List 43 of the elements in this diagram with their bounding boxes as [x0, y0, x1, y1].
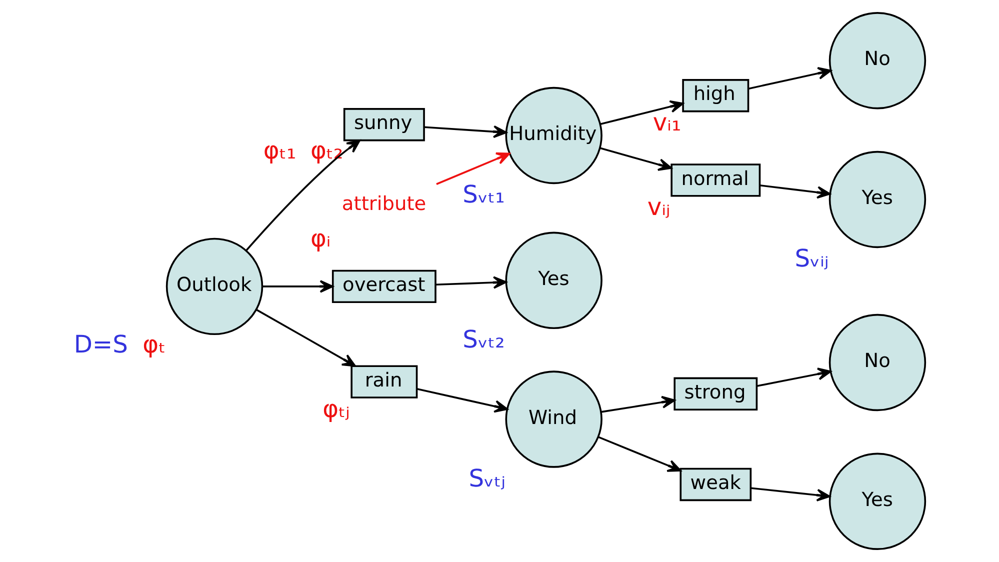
node-circle: Yes	[505, 232, 602, 329]
node-circle: No	[828, 12, 926, 110]
node-box: rain	[350, 365, 418, 398]
node-text: attribute	[342, 192, 426, 216]
node-circle: Wind	[505, 370, 602, 468]
node-label: vᵢ₁	[652, 108, 682, 137]
arrow	[246, 140, 360, 252]
arrow	[750, 487, 830, 502]
arrow	[760, 184, 831, 199]
arrow	[598, 436, 682, 472]
node-circle: No	[828, 314, 926, 412]
node-label: φₜ₂	[310, 136, 344, 164]
node-circle: Outlook	[166, 238, 264, 336]
node-label: φₜⱼ	[322, 394, 350, 423]
arrow	[416, 388, 508, 413]
arrow	[262, 280, 334, 293]
node-box: weak	[680, 468, 752, 502]
arrow	[436, 276, 507, 289]
node-box: sunny	[343, 108, 425, 142]
node-label: Sᵥₜ₂	[462, 325, 505, 354]
node-label: Sᵥᵢⱼ	[794, 244, 829, 273]
node-label: φₜ₁	[263, 136, 296, 164]
node-circle: Humidity	[505, 86, 602, 184]
node-label: D=S	[74, 330, 128, 358]
node-label: φᵢ	[310, 224, 331, 253]
node-label: Sᵥₜ₁	[462, 180, 505, 209]
arrow	[424, 125, 507, 138]
arrow	[256, 308, 356, 367]
arrow	[600, 100, 684, 126]
node-label: Sᵥₜⱼ	[468, 464, 506, 492]
arrow	[436, 152, 510, 185]
node-box: overcast	[332, 270, 436, 304]
node-circle: Yes	[828, 452, 926, 550]
arrow	[748, 67, 832, 90]
node-circle: Yes	[828, 150, 926, 248]
node-box: high	[682, 79, 750, 112]
node-label: vᵢⱼ	[647, 193, 670, 222]
arrow	[600, 147, 672, 171]
arrow	[601, 396, 676, 413]
node-label: φₜ	[142, 330, 166, 358]
node-box: strong	[674, 377, 758, 410]
arrow	[756, 368, 832, 387]
node-box: normal	[670, 164, 761, 197]
